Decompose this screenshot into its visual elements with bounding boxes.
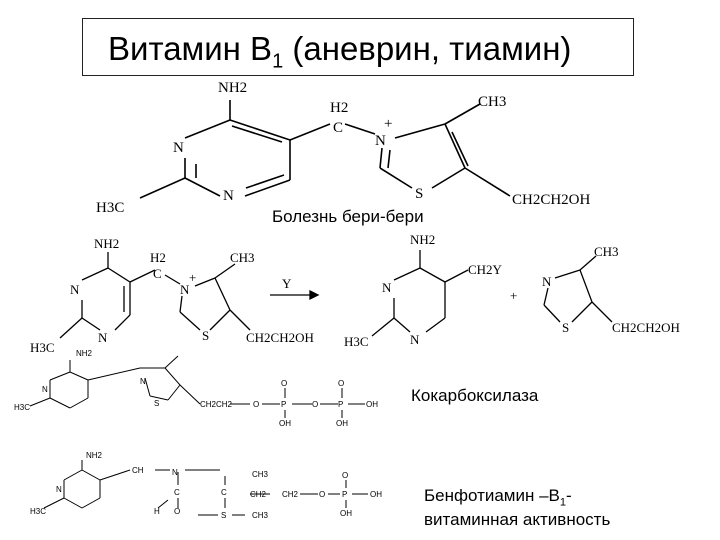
s1-n-pyr-left: N (173, 140, 184, 156)
s1-h3c: H3C (96, 200, 124, 216)
b-nh2: NH2 (86, 451, 103, 460)
c-n2: N (140, 377, 146, 386)
s1-n-thiazole: N (375, 133, 386, 149)
b-oh2: OH (370, 490, 382, 499)
r-ch3-right: CH3 (594, 244, 619, 259)
benfotiamine-structure (43, 460, 368, 516)
r-n-right2: N (410, 332, 420, 347)
b-o2: O (319, 490, 325, 499)
r-ch2ch2oh-right: CH2CH2OH (612, 320, 680, 335)
b-h3c: H3C (30, 507, 46, 516)
r-s-left: S (202, 328, 209, 343)
b-o1: O (174, 507, 180, 516)
r-y: Y (282, 276, 292, 291)
c-oh1: OH (279, 419, 291, 428)
b-h: H (154, 507, 160, 516)
c-o1: O (253, 400, 259, 409)
b-ch3-bottom: CH3 (252, 511, 269, 520)
c-o4: O (338, 379, 344, 388)
r-s-right: S (562, 320, 569, 335)
b-ch3-top: CH3 (252, 470, 269, 479)
r-h2-left: H2 (150, 250, 166, 265)
b-oh1: OH (340, 509, 352, 518)
reaction-structures (59, 250, 613, 339)
s1-n-pyr-bottom: N (223, 188, 234, 204)
c-s: S (154, 399, 159, 408)
r-nh2-left: NH2 (94, 236, 119, 251)
r-ch2y: CH2Y (468, 262, 503, 277)
c-p2: P (338, 400, 343, 409)
r-plus: + (510, 288, 517, 303)
r-n-right1: N (382, 280, 392, 295)
r-n-left3: N (180, 282, 190, 297)
r-nh2-right: NH2 (410, 232, 435, 247)
benfotiamine-caption-line2: витаминная активность (424, 510, 611, 529)
s1-h2: H2 (330, 100, 348, 116)
c-chain: CH2CH2 (200, 400, 233, 409)
title-frame (82, 18, 634, 76)
r-h3c-right: H3C (344, 334, 369, 349)
cocarboxylase-caption: Кокарбоксилаза (411, 386, 539, 405)
beriberi-caption: Болезнь бери-бери (272, 207, 424, 226)
b-n2: N (172, 468, 178, 477)
b-o3: O (342, 471, 348, 480)
c-oh2: OH (336, 419, 348, 428)
c-nh2: NH2 (76, 349, 93, 358)
r-n-right3: N (542, 274, 552, 289)
r-nplus-left: + (189, 270, 196, 285)
s1-c: C (333, 120, 343, 136)
c-o2: O (281, 379, 287, 388)
b-s: S (221, 511, 226, 520)
b-ch: CH (132, 466, 144, 475)
b-ch2b: CH2 (282, 490, 299, 499)
b-n1: N (56, 485, 62, 494)
b-c2: C (221, 488, 227, 497)
c-o3: O (312, 400, 318, 409)
s1-s: S (415, 186, 423, 202)
r-h3c-left: H3C (30, 340, 55, 355)
b-p: P (342, 490, 347, 499)
r-ch2ch2oh-left: CH2CH2OH (246, 330, 314, 345)
b-c1: C (174, 488, 180, 497)
r-n-left1: N (70, 282, 80, 297)
s1-nh2: NH2 (218, 80, 247, 96)
r-n-left2: N (98, 330, 108, 345)
b-ch2a: CH2 (250, 490, 267, 499)
slide-title: Витамин В1 (аневрин, тиамин) (108, 30, 572, 73)
c-oh3: OH (366, 400, 378, 409)
c-p1: P (281, 400, 286, 409)
s1-n-plus: + (384, 116, 392, 132)
s1-ch2ch2oh: CH2CH2OH (512, 192, 591, 208)
r-c-left: C (153, 266, 162, 281)
s1-ch3: CH3 (478, 94, 506, 110)
r-ch3-left: CH3 (230, 250, 255, 265)
c-n1: N (42, 385, 48, 394)
benfotiamine-caption: Бенфотиамин –В1- (424, 486, 572, 509)
c-h3c: H3C (14, 403, 30, 412)
cocarboxylase-structure (29, 355, 365, 418)
